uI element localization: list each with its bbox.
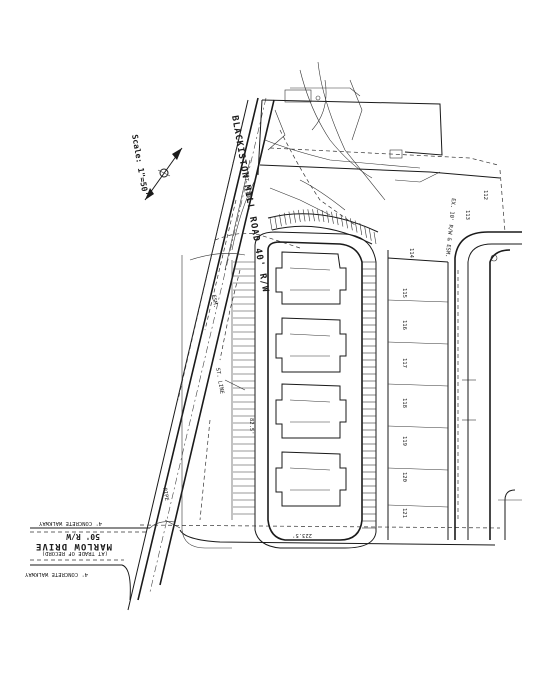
building-2 [275,317,347,373]
north-arrow-icon [144,147,183,201]
site-boundary [139,99,506,546]
lot-121: 121 [401,508,407,518]
retaining-wall-hatch [326,210,330,223]
retaining-wall-hatch [279,214,282,227]
retaining-wall-hatch [312,209,315,222]
retaining-wall-hatch [364,225,367,238]
building-3 [275,383,347,439]
retaining-wall-hatch [354,220,358,233]
retaining-wall-hatch [321,209,325,223]
marlow-sub-label: (AT TRADE OF RECORD) [42,550,108,556]
parking-loop-road [181,231,377,549]
marlow-drive [30,521,176,601]
retaining-wall-hatch [335,212,339,226]
lots-area [387,250,476,540]
street-line-label-a: ST. LINE [242,174,253,201]
retaining-wall-hatch [274,215,278,229]
building-4 [275,451,347,507]
lot-117: 117 [401,358,407,368]
walkway-label-bottom: 4' CONCRETE WALKWAY [24,571,88,577]
retaining-wall-hatch [368,228,372,241]
retaining-wall-hatch [269,217,273,231]
lot-113: 113 [464,210,470,220]
dim-bottom-label: 223.5' [292,532,312,538]
retaining-wall-hatch [283,212,287,225]
scale-label: Scale: 1"=50' [130,134,150,197]
dim-side-label: 82.5' [248,418,254,435]
retaining-wall-hatch [345,216,348,229]
retaining-wall-hatch [373,231,377,245]
marlow-drive-label: MARLOW DRIVE [35,541,112,551]
street-note: EX. 10' R/W & ESM. [444,198,456,258]
retaining-wall-hatch [302,209,306,222]
retaining-wall-hatch [340,214,344,227]
esm-label: ESM. [210,294,218,308]
pipe-label: PIPE [161,487,169,501]
lot-115: 115 [401,288,407,298]
retaining-wall-hatch [359,222,363,236]
marlow-rw-label: 50' R/W [66,532,100,541]
retaining-wall-hatch [350,218,353,231]
retaining-wall-hatch [316,209,320,222]
lot-labels: 112 113 114 115 116 117 118 119 120 121 [401,190,488,518]
parking-stalls-right [362,261,376,529]
retaining-wall-hatch [298,209,301,222]
building-1 [275,251,347,305]
walkway-label-top: 4' CONCRETE WALKWAY [38,520,102,526]
retaining-wall [267,209,379,245]
retaining-wall-hatch [288,211,292,224]
lot-114: 114 [408,248,414,259]
right-side-road [454,231,522,540]
lot-118: 118 [401,398,407,408]
retaining-wall-hatch [331,211,334,224]
retaining-wall-hatch [307,209,311,222]
parking-stalls-left [233,261,255,515]
buildings [275,251,347,507]
retaining-wall-hatch [293,210,296,223]
utility-lines [189,61,441,521]
lot-116: 116 [401,320,407,330]
lot-119: 119 [401,436,407,446]
street-line-label-b: ST. LINE [214,367,225,394]
blackiston-mill-road [127,97,275,611]
lot-120: 120 [401,472,407,482]
lot-112: 112 [482,190,488,200]
